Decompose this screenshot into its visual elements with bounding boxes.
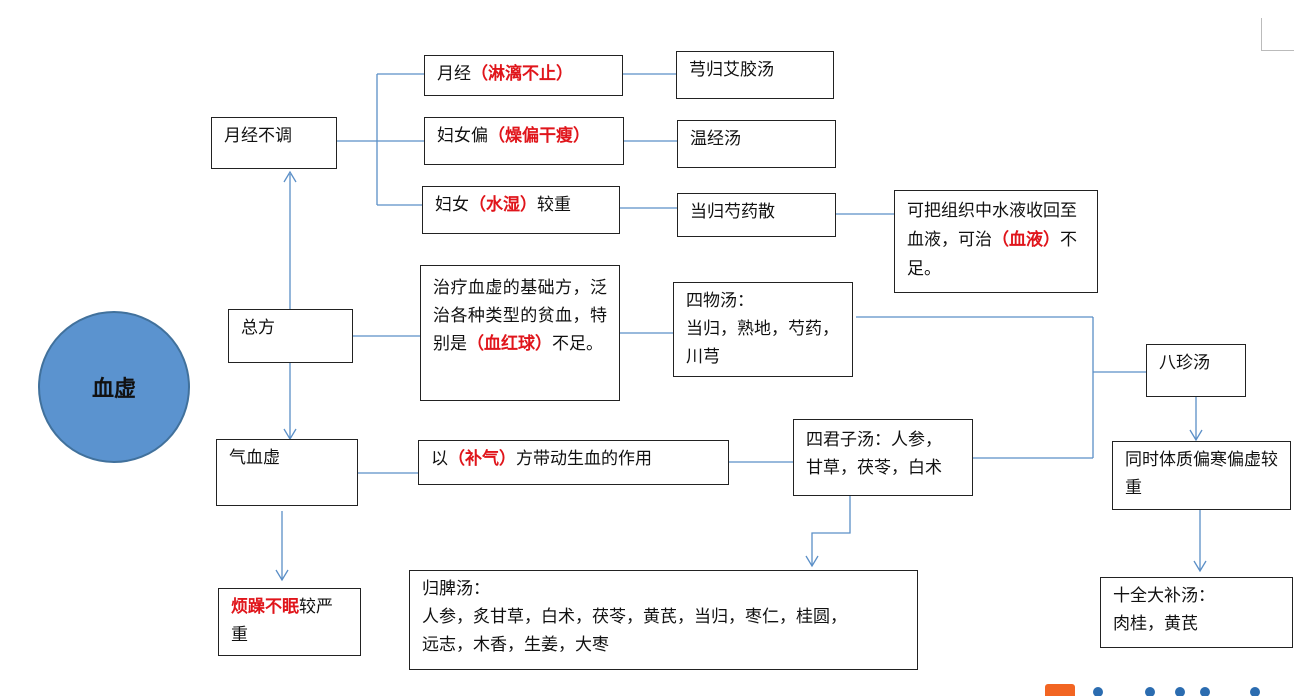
- node-cold-deficiency-text: 同时体质偏寒偏虚较重: [1125, 450, 1278, 498]
- tray-icons: [1045, 684, 1315, 696]
- node-women-dry: 妇女偏（燥偏干瘦）: [424, 117, 624, 165]
- node-buqi-text: 以: [431, 449, 448, 469]
- tray-icon: [1145, 687, 1155, 696]
- node-irregular-menses: 月经不调: [211, 117, 337, 169]
- node-general-formula-text: 总方: [241, 318, 275, 338]
- app-logo-icon: [1045, 684, 1075, 696]
- node-guipi-herbs-2: 远志，木香，生姜，大枣: [422, 635, 609, 655]
- node-insomnia-text: 较严重: [231, 597, 333, 645]
- node-general-formula: 总方: [228, 309, 353, 363]
- tray-icon: [1250, 687, 1260, 696]
- node-guipi-herbs-1: 人参，炙甘草，白术，茯苓，黄芪，当归，枣仁，桂圆，: [422, 607, 847, 627]
- tray-icon: [1200, 687, 1210, 696]
- node-menses-dripping: 月经（淋漓不止）: [424, 55, 623, 96]
- node-buqi-emphasis: （补气）: [448, 449, 516, 469]
- node-irregular-menses-text: 月经不调: [224, 126, 292, 146]
- node-cold-deficiency: 同时体质偏寒偏虚较重: [1112, 441, 1291, 510]
- node-siwu-title: 四物汤：: [686, 291, 754, 311]
- node-women-damp-text: 妇女: [435, 195, 469, 215]
- node-wenjing-tang: 温经汤: [677, 120, 836, 168]
- node-guipi-tang: 归脾汤： 人参，炙甘草，白术，茯苓，黄芪，当归，枣仁，桂圆， 远志，木香，生姜，…: [409, 570, 918, 670]
- node-guipi-title: 归脾汤：: [422, 579, 490, 599]
- node-fluid-note-emphasis: （血液）: [992, 230, 1060, 250]
- node-danggui-shaoyao-text: 当归芍药散: [690, 202, 775, 222]
- node-xiongui-text: 芎归艾胶汤: [689, 60, 774, 80]
- node-shiquan-dabu-tang: 十全大补汤： 肉桂，黄芪: [1100, 577, 1293, 648]
- node-xiongui-aijiao-tang: 芎归艾胶汤: [676, 51, 834, 99]
- node-women-dry-text: 妇女偏: [437, 126, 488, 146]
- node-insomnia: 烦躁不眠较严重: [218, 588, 361, 656]
- node-buqi-note: 以（补气）方带动生血的作用: [418, 440, 729, 485]
- tray-icon: [1175, 687, 1185, 696]
- node-bazhen-text: 八珍汤: [1159, 353, 1210, 373]
- node-basic-description-suffix: 不足。: [552, 334, 603, 354]
- node-sijunzi-herbs: 甘草，茯苓，白术: [806, 458, 942, 478]
- node-menses-emphasis: （淋漓不止）: [471, 64, 573, 84]
- node-women-damp: 妇女（水湿）较重: [422, 186, 620, 234]
- node-danggui-shaoyao-san: 当归芍药散: [677, 193, 836, 237]
- node-fluid-note: 可把组织中水液收回至血液，可治（血液）不足。: [894, 190, 1098, 293]
- node-women-dry-emphasis: （燥偏干瘦）: [488, 126, 590, 146]
- node-fluid-note-suffix: 不足。: [907, 230, 1077, 279]
- node-buqi-suffix: 方带动生血的作用: [516, 449, 652, 469]
- node-insomnia-emphasis: 烦躁不眠: [231, 597, 299, 617]
- node-wenjing-text: 温经汤: [690, 129, 741, 149]
- node-qixue-text: 气血虚: [229, 448, 280, 468]
- node-siwu-herbs-1: 当归，熟地，芍药，: [686, 319, 839, 339]
- node-sijunzi-tang: 四君子汤：人参， 甘草，茯苓，白术: [793, 419, 973, 496]
- node-siwu-herbs-2: 川芎: [686, 347, 720, 367]
- node-shiquan-herbs: 肉桂，黄芪: [1113, 614, 1198, 634]
- node-basic-description-text: 治疗血虚的基础方，泛治各种类型的贫血，特别是: [433, 278, 607, 354]
- node-women-damp-suffix: 较重: [537, 195, 571, 215]
- node-menses-text: 月经: [437, 64, 471, 84]
- center-node-label: 血虚: [91, 377, 136, 402]
- node-bazhen-tang: 八珍汤: [1146, 344, 1246, 397]
- page-corner-mark: [1261, 18, 1294, 51]
- node-sijunzi-title: 四君子汤：人参，: [806, 430, 942, 450]
- node-qixue-xu: 气血虚: [216, 439, 358, 506]
- node-fluid-note-text: 可把组织中水液收回至血液，可治: [907, 201, 1077, 250]
- node-basic-description: 治疗血虚的基础方，泛治各种类型的贫血，特别是（血红球）不足。: [420, 265, 620, 401]
- node-shiquan-title: 十全大补汤：: [1113, 586, 1215, 606]
- center-node-xuexu: 血虚: [38, 311, 190, 463]
- tray-icon: [1093, 687, 1103, 696]
- node-siwu-tang: 四物汤： 当归，熟地，芍药， 川芎: [673, 282, 853, 377]
- node-women-damp-emphasis: （水湿）: [469, 195, 537, 215]
- node-basic-description-emphasis: （血红球）: [467, 334, 552, 354]
